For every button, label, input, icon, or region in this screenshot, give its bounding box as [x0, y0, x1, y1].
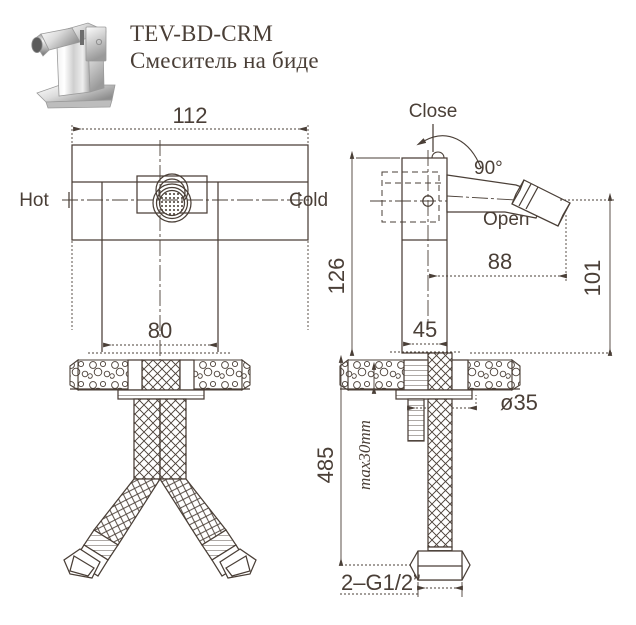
thread-label: 2–G1/2”	[341, 570, 421, 595]
dim-112: 112	[71, 103, 309, 330]
hot-cold-centerline: Hot Cold	[19, 190, 328, 211]
hose-nut	[409, 550, 471, 581]
dim-126: 126	[324, 150, 400, 356]
dim-112-text: 112	[172, 103, 207, 128]
product-name: Смеситель на биде	[130, 48, 319, 74]
max-thickness-annotation: max30mm	[355, 361, 377, 490]
dim-101-text: 101	[580, 260, 605, 297]
dim-485-text: 485	[313, 447, 338, 484]
product-code: TEV-BD-CRM	[130, 21, 273, 46]
hose-right	[158, 478, 257, 579]
title-block: TEV-BD-CRM Смеситель на биде	[130, 20, 319, 74]
cold-label: Cold	[289, 190, 328, 211]
right-view: Close 90° Open	[313, 101, 614, 597]
left-view: 112	[19, 103, 328, 579]
close-annotation: Close	[409, 101, 482, 169]
dim-88-text: 88	[488, 249, 512, 274]
thread-callout: 2–G1/2”	[340, 570, 463, 597]
aerator-head	[511, 179, 571, 227]
dim-80: 80	[88, 318, 232, 354]
dim-80-text: 80	[148, 318, 172, 343]
dim-126-text: 126	[324, 258, 349, 295]
product-photo	[31, 22, 116, 109]
close-label: Close	[409, 101, 458, 122]
dim-45-text: 45	[413, 317, 437, 342]
max-thickness-text: max30mm	[355, 420, 374, 490]
dim-45: 45	[390, 317, 462, 353]
angle-label: 90°	[474, 158, 503, 179]
dim-88: 88	[429, 215, 567, 282]
dim-101: 101	[470, 192, 614, 356]
dim-d35-text: ø35	[500, 390, 538, 415]
hose-left	[63, 478, 162, 579]
dim-485: 485	[313, 354, 412, 566]
hot-label: Hot	[19, 190, 49, 211]
